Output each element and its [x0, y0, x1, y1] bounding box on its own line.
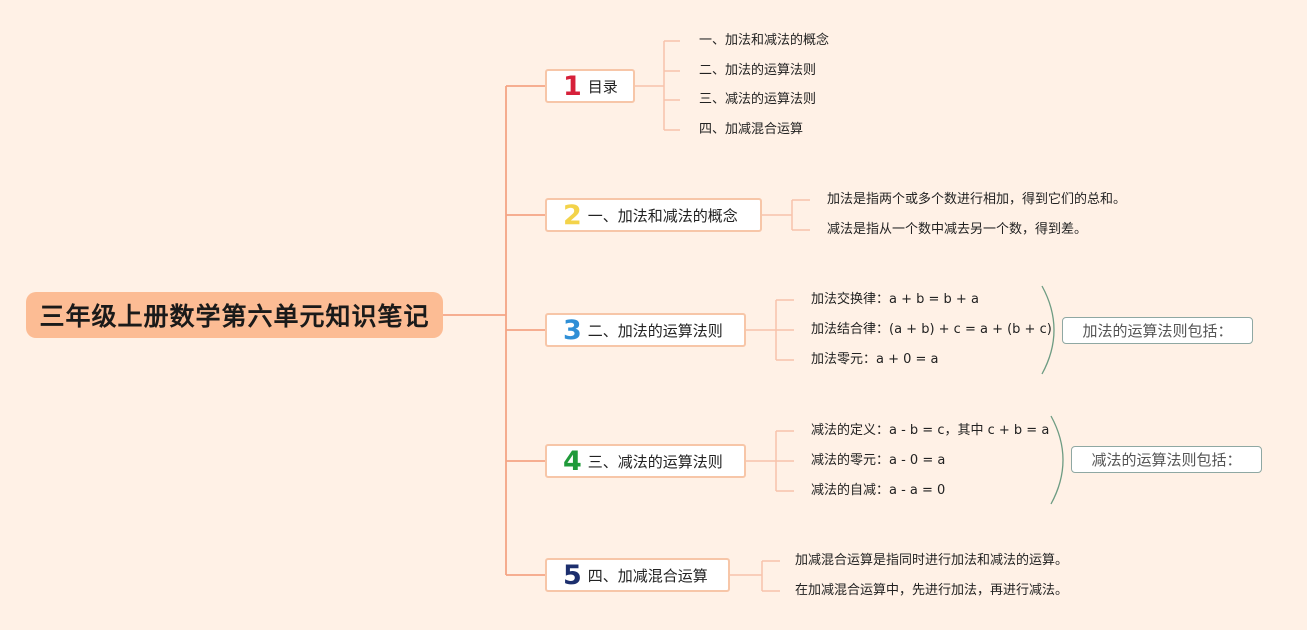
branch-3-label: 二、加法的运算法则 [587, 321, 723, 340]
branch-1[interactable]: 1 目录 [545, 69, 635, 103]
branch-4-label: 三、减法的运算法则 [587, 452, 723, 471]
branch-1-item[interactable]: 一、加法和减法的概念 [699, 33, 830, 48]
root-title[interactable]: 三年级上册数学第六单元知识笔记 [26, 292, 443, 338]
branch-1-item[interactable]: 二、加法的运算法则 [699, 63, 817, 78]
branch-1-item[interactable]: 四、加减混合运算 [699, 122, 804, 137]
branch-4-item[interactable]: 减法的零元：a - 0 = a [811, 453, 946, 468]
branch-2[interactable]: 2 一、加法和减法的概念 [545, 198, 762, 232]
branch-5-item[interactable]: 加减混合运算是指同时进行加法和减法的运算。 [795, 553, 1069, 568]
leaf-connector-2 [762, 199, 810, 231]
number-3-icon: 3 [563, 314, 582, 346]
branch-1-label: 目录 [587, 77, 618, 96]
branch-4-item[interactable]: 减法的自减：a - a = 0 [811, 483, 946, 498]
branch-1-item[interactable]: 三、减法的运算法则 [699, 92, 817, 107]
branch-3-item[interactable]: 加法交换律：a + b = b + a [811, 292, 979, 307]
leaf-connector-5 [730, 560, 780, 592]
branch-3[interactable]: 3 二、加法的运算法则 [545, 313, 746, 347]
branch-2-item[interactable]: 加法是指两个或多个数进行相加，得到它们的总和。 [827, 192, 1127, 207]
branch-5-label: 四、加减混合运算 [587, 566, 708, 585]
leaf-connector-1 [635, 40, 680, 131]
leaf-connector-3 [746, 299, 794, 361]
branch-5-item[interactable]: 在加减混合运算中，先进行加法，再进行减法。 [795, 583, 1069, 598]
number-5-icon: 5 [563, 559, 582, 591]
branch-4[interactable]: 4 三、减法的运算法则 [545, 444, 746, 478]
number-4-icon: 4 [563, 445, 582, 477]
branch-3-item[interactable]: 加法结合律：(a + b) + c = a + (b + c) [811, 322, 1052, 337]
summary-label-3[interactable]: 加法的运算法则包括： [1062, 317, 1253, 344]
summary-brace-4 [1050, 415, 1064, 505]
number-1-icon: 1 [563, 70, 582, 102]
summary-brace-3 [1041, 285, 1055, 375]
branch-2-label: 一、加法和减法的概念 [587, 206, 738, 225]
branch-5[interactable]: 5 四、加减混合运算 [545, 558, 730, 592]
leaf-connector-4 [746, 430, 794, 492]
branch-3-item[interactable]: 加法零元：a + 0 = a [811, 352, 939, 367]
number-2-icon: 2 [563, 199, 582, 231]
summary-label-4[interactable]: 减法的运算法则包括： [1071, 446, 1262, 473]
branch-2-item[interactable]: 减法是指从一个数中减去另一个数，得到差。 [827, 222, 1088, 237]
branch-4-item[interactable]: 减法的定义：a - b = c，其中 c + b = a [811, 423, 1050, 438]
